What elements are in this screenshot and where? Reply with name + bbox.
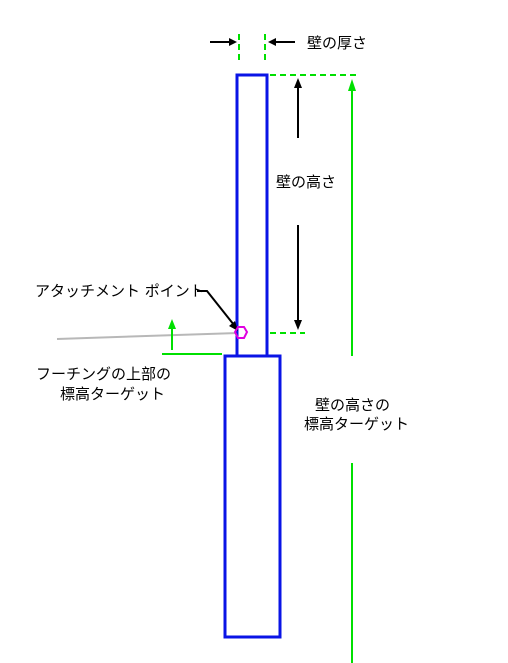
- wall-stem: [235, 73, 269, 358]
- wall-height-label: 壁の高さ: [276, 173, 336, 191]
- height-arrowhead-bottom: [294, 320, 302, 330]
- thickness-arrowhead-left: [229, 38, 237, 46]
- height-arrowhead-top: [294, 78, 302, 88]
- wall-height-target-label-line2: 標高ターゲット: [304, 415, 409, 433]
- attachment-leader: [197, 290, 235, 326]
- footing-target-arrowhead: [168, 319, 176, 329]
- wall-height-target-label-line1: 壁の高さの: [315, 396, 390, 414]
- attachment-point-marker: [233, 326, 249, 339]
- thickness-arrowhead-right: [268, 38, 276, 46]
- attachment-leader-arrowhead: [229, 321, 238, 331]
- footing: [223, 354, 282, 639]
- footing-top-label-line1: フーチングの上部の: [36, 365, 171, 383]
- attachment-point-label: アタッチメント ポイント: [35, 282, 205, 300]
- wall-thickness-label: 壁の厚さ: [307, 34, 367, 52]
- footing-top-label-line2: 標高ターゲット: [60, 385, 165, 403]
- target-arrowhead-up: [348, 79, 356, 91]
- reference-line: [56, 332, 239, 340]
